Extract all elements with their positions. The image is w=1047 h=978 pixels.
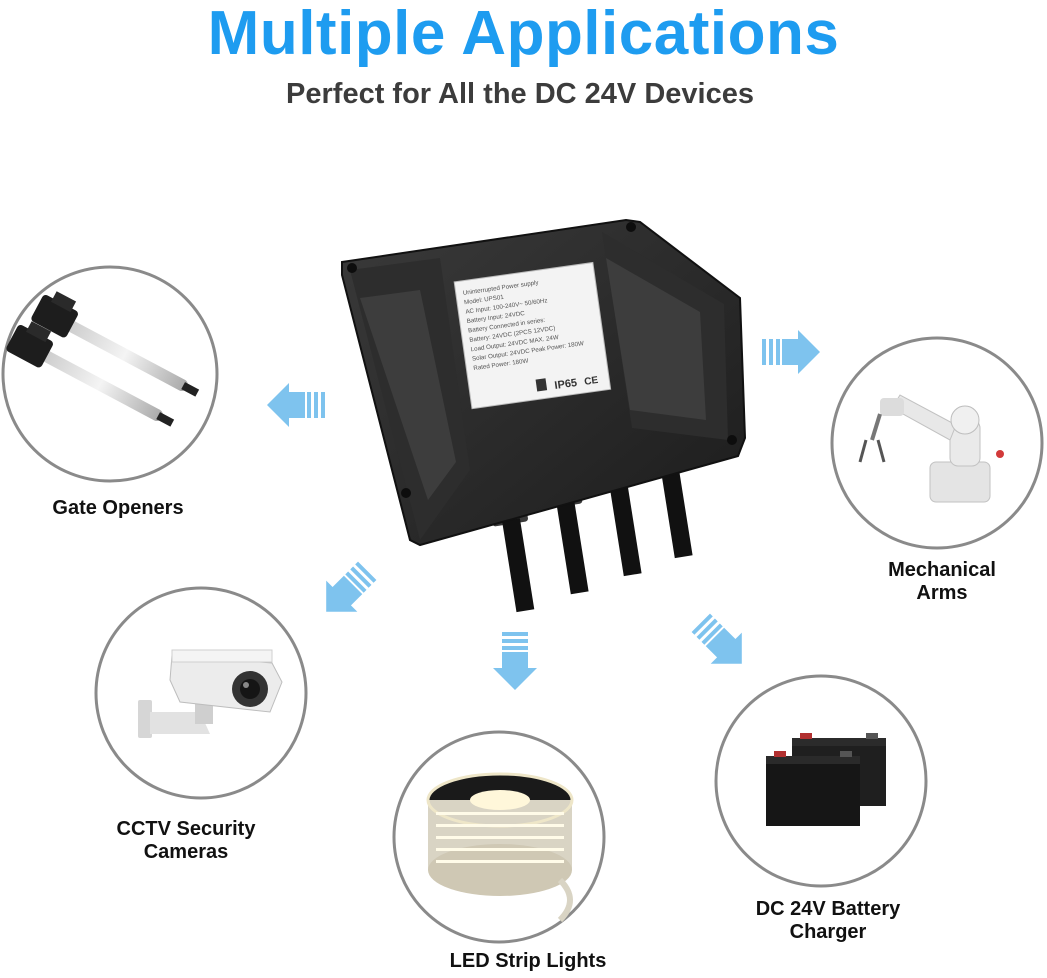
robot-arm-icon: [858, 394, 1004, 503]
ce-mark: CE: [584, 375, 600, 388]
arrow-to-battery: [685, 607, 758, 680]
battery-circle: [714, 674, 928, 888]
cctv-circle: [94, 586, 308, 800]
page-subtitle: Perfect for All the DC 24V Devices: [286, 78, 754, 110]
page-title: Multiple Applications: [207, 0, 840, 68]
led-strip-circle: [392, 730, 606, 944]
battery-icon: [766, 733, 886, 826]
cctv-camera-icon: [138, 649, 283, 738]
mechanical-arm-circle: [830, 336, 1044, 550]
label-led-strip-lights: LED Strip Lights: [449, 950, 607, 972]
gate-openers-circle: [1, 265, 219, 483]
label-cctv-cameras: CCTV Security Cameras: [116, 818, 256, 863]
linear-actuator-icon: [6, 291, 200, 427]
ip-rating: IP65: [554, 377, 578, 392]
label-gate-openers: Gate Openers: [52, 497, 184, 519]
led-strip-reel-icon: [426, 772, 574, 923]
label-battery-charger: DC 24V Battery Charger: [755, 898, 901, 943]
arrow-to-arm: [762, 330, 820, 374]
arrow-to-cctv: [310, 555, 383, 628]
arrow-to-gate: [267, 383, 325, 427]
arrow-to-led: [493, 632, 537, 690]
label-mechanical-arms: Mechanical Arms: [888, 559, 996, 604]
